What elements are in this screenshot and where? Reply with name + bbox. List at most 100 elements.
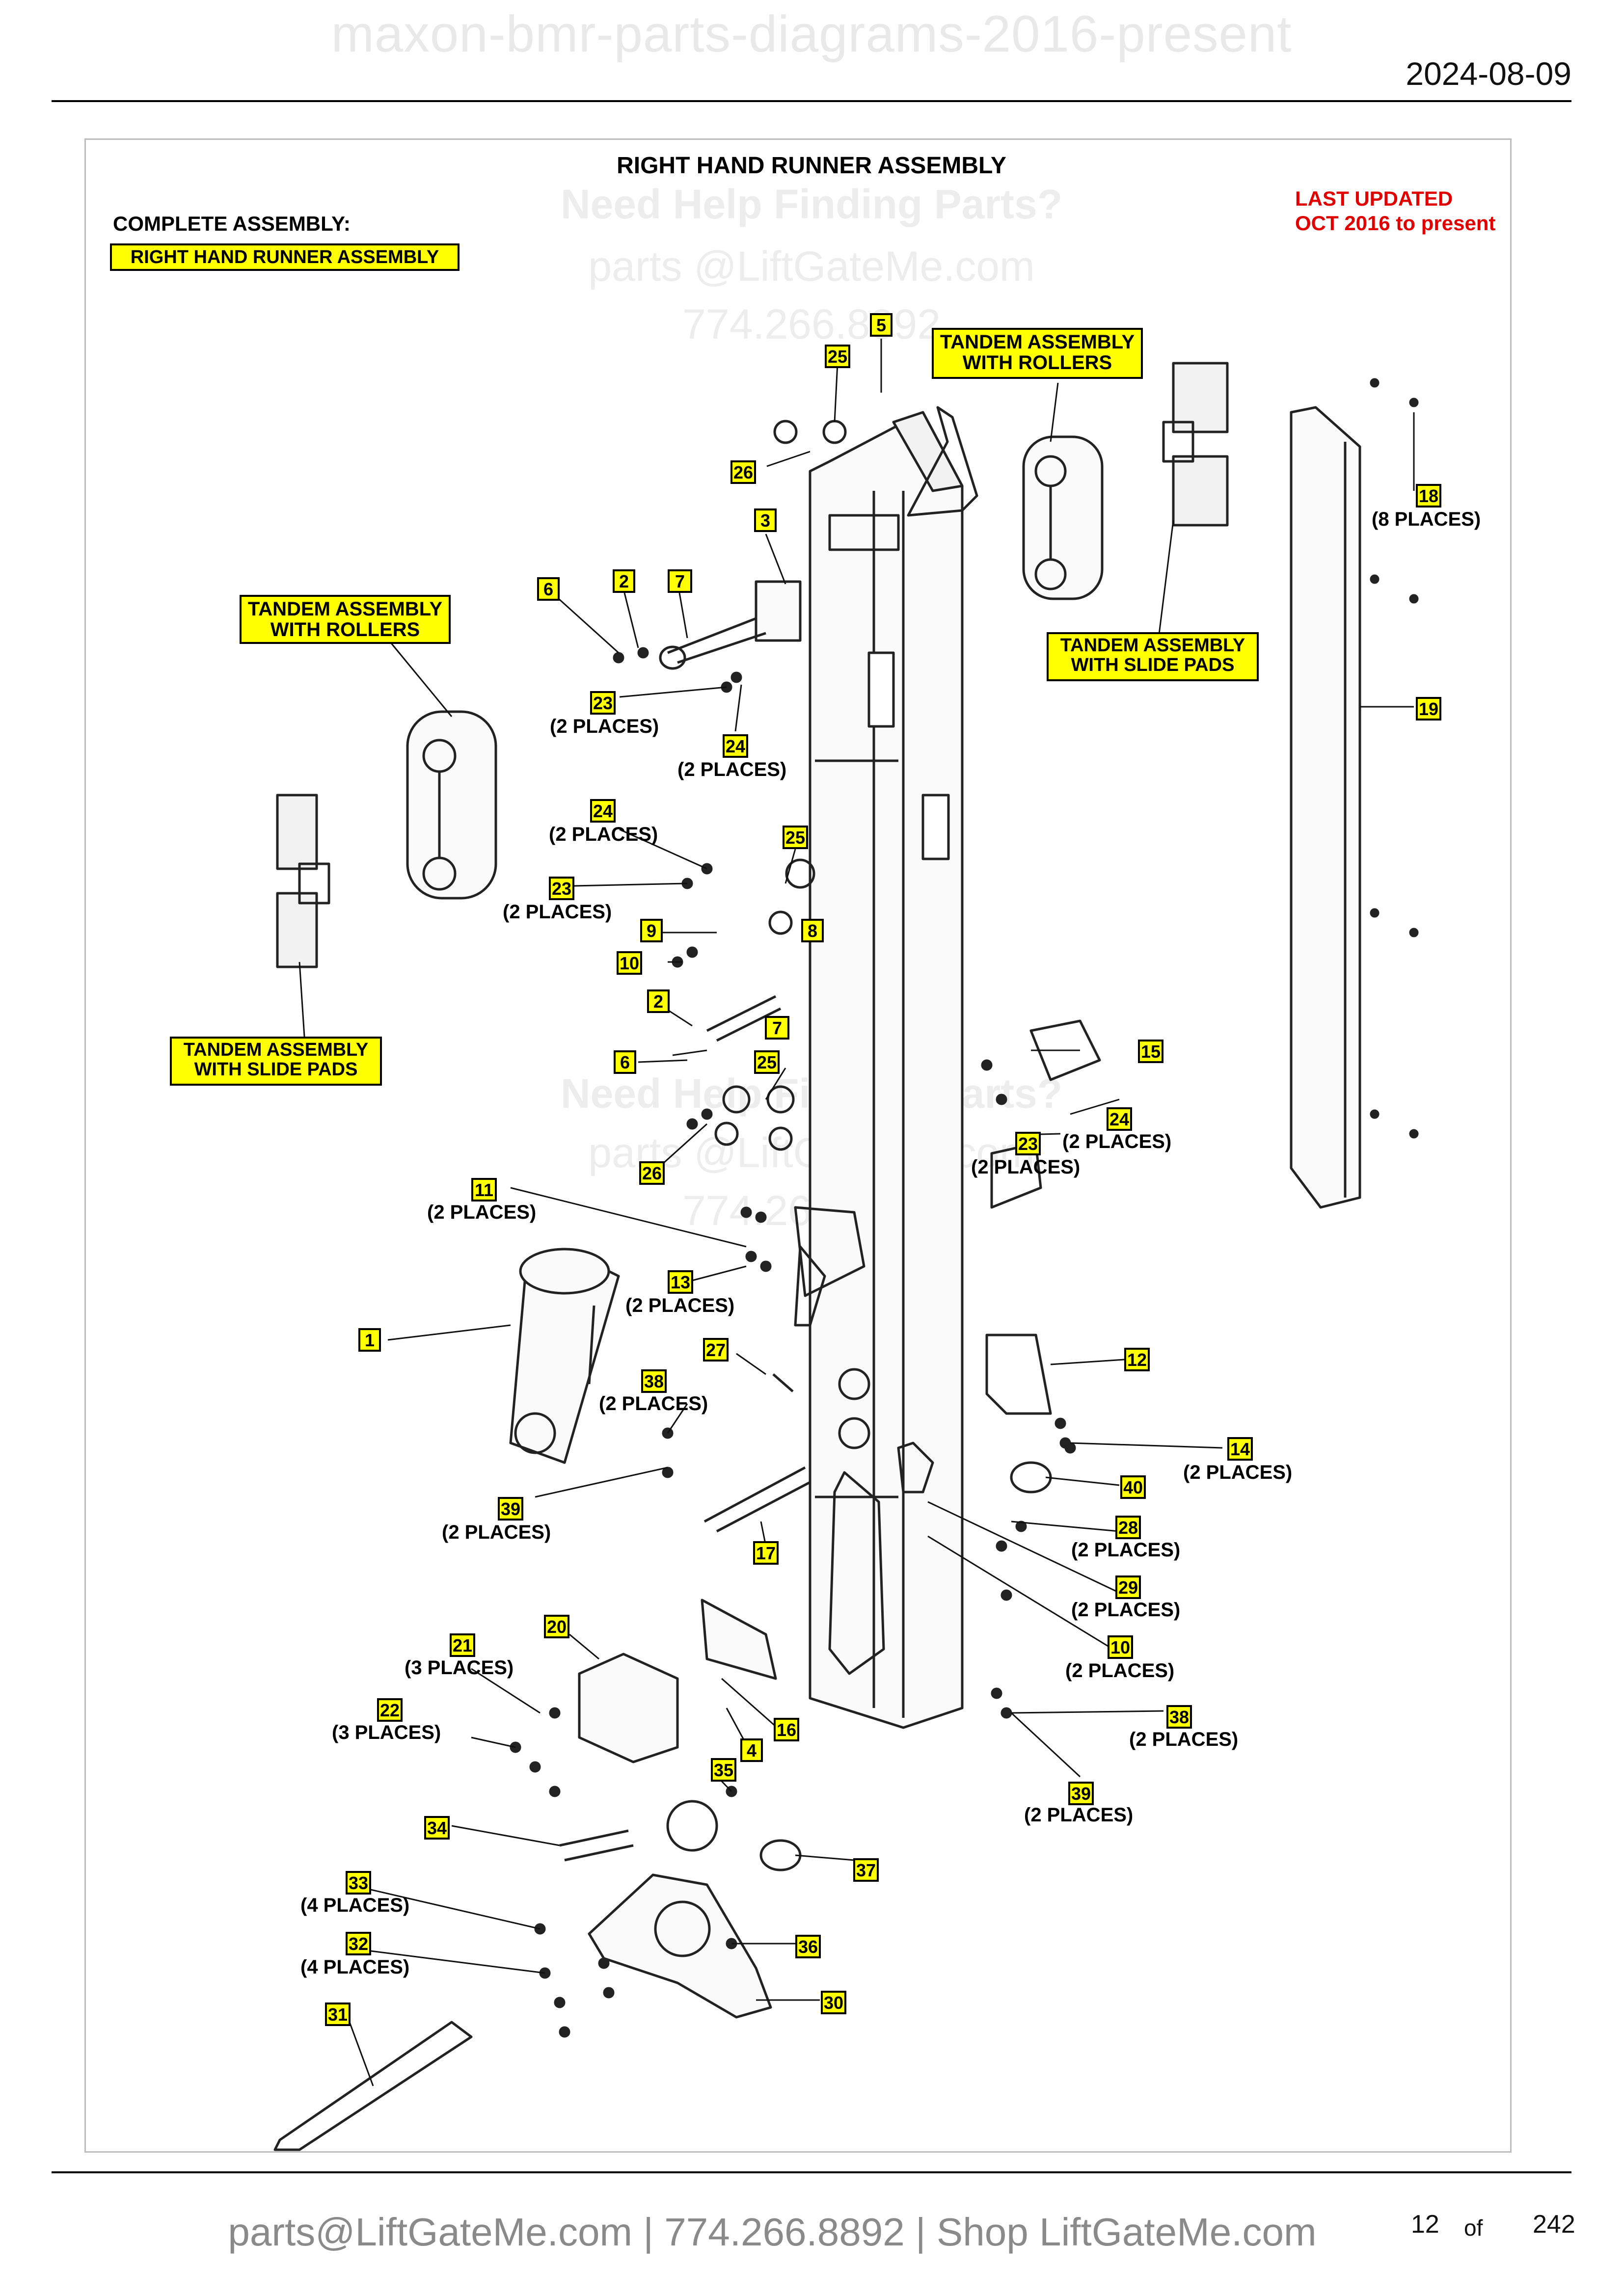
footer-rule xyxy=(52,2171,1571,2173)
tandem-pads-right-line2: WITH SLIDE PADS xyxy=(1071,654,1235,675)
last-updated-line1: LAST UPDATED xyxy=(1295,187,1453,210)
tandem-pad-left-drawing xyxy=(276,794,330,968)
tandem-roller-right-drawing xyxy=(1022,435,1104,600)
places-23-b: (2 PLACES) xyxy=(503,901,612,923)
callout-24-c: 24 xyxy=(1107,1107,1132,1131)
places-33: (4 PLACES) xyxy=(300,1895,410,1916)
tandem-rollers-left-line2: WITH ROLLERS xyxy=(270,619,420,641)
callout-36: 36 xyxy=(795,1935,821,1958)
callout-39-a: 39 xyxy=(498,1497,523,1521)
page-current: 12 xyxy=(1411,2210,1439,2239)
callout-12: 12 xyxy=(1124,1348,1150,1371)
tandem-rollers-label-left: TANDEM ASSEMBLY WITH ROLLERS xyxy=(240,595,451,644)
places-21: (3 PLACES) xyxy=(405,1657,514,1679)
callout-6-mid: 6 xyxy=(614,1050,636,1074)
watermark-phone: 774.266.8892 xyxy=(682,301,941,348)
callout-7-mid: 7 xyxy=(765,1016,789,1040)
callout-39-b: 39 xyxy=(1068,1782,1094,1805)
places-13: (2 PLACES) xyxy=(625,1295,735,1316)
callout-8: 8 xyxy=(801,919,824,942)
last-updated: LAST UPDATED OCT 2016 to present xyxy=(1295,187,1495,236)
callout-13: 13 xyxy=(668,1270,693,1294)
callout-34: 34 xyxy=(424,1816,450,1840)
callout-20: 20 xyxy=(544,1615,569,1638)
header-date: 2024-08-09 xyxy=(1406,55,1571,92)
places-39-b: (2 PLACES) xyxy=(1024,1804,1134,1826)
watermark-email: parts @LiftGateMe.com xyxy=(588,243,1035,290)
callout-26-low: 26 xyxy=(639,1161,665,1185)
tandem-rollers-label-right: TANDEM ASSEMBLY WITH ROLLERS xyxy=(932,328,1143,379)
small-parts-drawing xyxy=(273,420,1101,2151)
callout-35: 35 xyxy=(711,1758,736,1782)
callout-5: 5 xyxy=(870,313,893,337)
callout-23-b: 23 xyxy=(549,877,574,900)
places-39-a: (2 PLACES) xyxy=(442,1522,551,1543)
places-24-a: (2 PLACES) xyxy=(677,759,787,780)
callout-25-low: 25 xyxy=(754,1050,780,1074)
complete-assembly-value: RIGHT HAND RUNNER ASSEMBLY xyxy=(110,243,460,271)
places-23-c: (2 PLACES) xyxy=(971,1156,1081,1178)
places-14: (2 PLACES) xyxy=(1183,1462,1293,1483)
callout-1: 1 xyxy=(358,1328,381,1352)
page-of: of xyxy=(1464,2215,1483,2241)
tandem-rollers-right-line2: WITH ROLLERS xyxy=(962,352,1112,374)
places-38-b: (2 PLACES) xyxy=(1129,1729,1239,1750)
header-watermark: maxon-bmr-parts-diagrams-2016-present xyxy=(331,5,1292,63)
callout-17: 17 xyxy=(753,1541,779,1565)
callout-26-top: 26 xyxy=(730,460,756,484)
callout-18: 18 xyxy=(1416,484,1441,507)
cylinder-drawing xyxy=(509,1248,620,1464)
places-38-a: (2 PLACES) xyxy=(599,1393,708,1415)
callout-10-top: 10 xyxy=(617,951,642,975)
callout-11: 11 xyxy=(471,1178,497,1201)
tandem-pads-label-left: TANDEM ASSEMBLY WITH SLIDE PADS xyxy=(170,1037,382,1086)
callout-25-mid: 25 xyxy=(783,826,808,849)
places-28: (2 PLACES) xyxy=(1071,1539,1181,1561)
places-29: (2 PLACES) xyxy=(1071,1599,1181,1621)
callout-30: 30 xyxy=(821,1991,846,2014)
callout-28: 28 xyxy=(1115,1516,1141,1539)
callout-24-a: 24 xyxy=(723,734,748,758)
tandem-pad-right-drawing xyxy=(1162,362,1229,527)
callout-4: 4 xyxy=(740,1738,763,1762)
footer-contact: parts@LiftGateMe.com | 774.266.8892 | Sh… xyxy=(228,2210,1317,2254)
tandem-rollers-left-line1: TANDEM ASSEMBLY xyxy=(247,598,443,620)
callout-24-b: 24 xyxy=(590,799,616,823)
callout-38-a: 38 xyxy=(641,1369,667,1393)
places-23-a: (2 PLACES) xyxy=(550,716,659,737)
callout-19: 19 xyxy=(1416,697,1441,721)
tandem-pads-left-line2: WITH SLIDE PADS xyxy=(194,1059,358,1080)
callout-25-top: 25 xyxy=(825,345,850,368)
tandem-pads-right-line1: TANDEM ASSEMBLY xyxy=(1060,635,1245,656)
sheet-title: RIGHT HAND RUNNER ASSEMBLY xyxy=(617,153,1006,179)
callout-6-top: 6 xyxy=(537,577,560,601)
callout-40: 40 xyxy=(1120,1475,1146,1499)
callout-3: 3 xyxy=(754,508,777,532)
tandem-pads-label-right: TANDEM ASSEMBLY WITH SLIDE PADS xyxy=(1047,632,1259,681)
places-18: (8 PLACES) xyxy=(1372,508,1481,530)
callout-31: 31 xyxy=(325,2002,351,2026)
callout-16: 16 xyxy=(774,1718,799,1741)
places-24-b: (2 PLACES) xyxy=(549,824,658,845)
tandem-roller-left-drawing xyxy=(406,710,497,900)
callout-27: 27 xyxy=(703,1338,729,1362)
tandem-pads-left-line1: TANDEM ASSEMBLY xyxy=(183,1040,369,1060)
callout-23-a: 23 xyxy=(590,691,616,715)
callout-38-b: 38 xyxy=(1166,1705,1192,1729)
callout-2-top: 2 xyxy=(613,569,635,593)
callout-10-low: 10 xyxy=(1108,1635,1133,1659)
callout-14: 14 xyxy=(1227,1437,1253,1461)
page-total: 242 xyxy=(1533,2210,1575,2239)
places-11: (2 PLACES) xyxy=(427,1201,537,1223)
callout-32: 32 xyxy=(346,1932,371,1955)
diagram-frame xyxy=(84,138,1512,2153)
places-24-c: (2 PLACES) xyxy=(1062,1131,1172,1152)
callout-7-top: 7 xyxy=(668,569,692,593)
callout-29: 29 xyxy=(1115,1575,1141,1599)
hardware-dots xyxy=(510,378,1419,2038)
last-updated-line2: OCT 2016 to present xyxy=(1295,212,1496,235)
watermark-help: Need Help Finding Parts? xyxy=(560,181,1063,227)
callout-2-mid: 2 xyxy=(647,989,670,1013)
callout-15: 15 xyxy=(1138,1040,1163,1063)
